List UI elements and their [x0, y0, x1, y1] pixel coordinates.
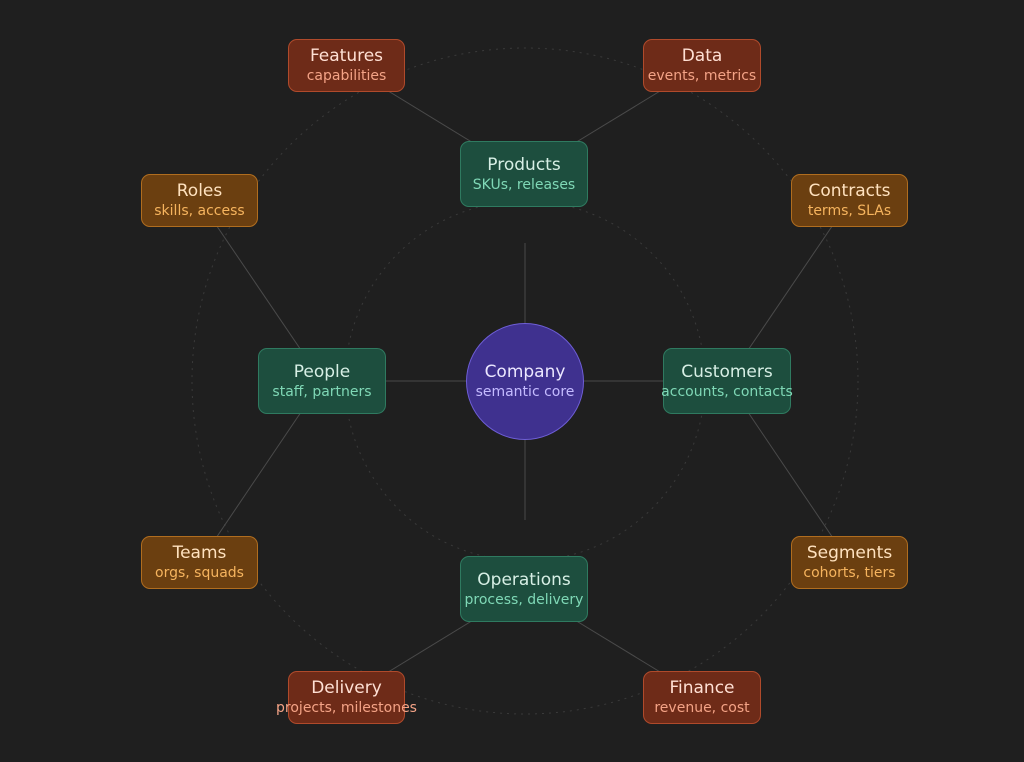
node-subtitle: cohorts, tiers — [803, 565, 896, 581]
node-products[interactable]: Products SKUs, releases — [460, 141, 588, 207]
node-people[interactable]: People staff, partners — [258, 348, 386, 414]
node-segments[interactable]: Segments cohorts, tiers — [791, 536, 908, 589]
node-subtitle: terms, SLAs — [807, 203, 892, 219]
node-title: Data — [681, 46, 723, 66]
orbit-ring — [191, 47, 859, 715]
node-title: Segments — [806, 543, 893, 563]
node-title: Products — [487, 154, 561, 175]
node-title: Delivery — [311, 678, 382, 698]
node-title: Roles — [176, 181, 223, 201]
node-title: Contracts — [808, 181, 891, 201]
node-customers[interactable]: Customers accounts, contacts — [661, 348, 793, 414]
node-subtitle: revenue, cost — [654, 700, 750, 716]
node-contracts[interactable]: Contracts terms, SLAs — [791, 174, 908, 227]
node-title: Teams — [172, 543, 227, 563]
node-company[interactable]: Company semantic core — [466, 323, 584, 440]
node-roles[interactable]: Roles skills, access — [141, 174, 258, 227]
node-operations[interactable]: Operations process, delivery — [460, 556, 588, 622]
node-subtitle: staff, partners — [272, 383, 372, 400]
node-subtitle: accounts, contacts — [661, 383, 793, 400]
node-delivery[interactable]: Delivery projects, milestones — [276, 671, 417, 724]
node-subtitle: semantic core — [475, 384, 575, 400]
node-teams[interactable]: Teams orgs, squads — [141, 536, 258, 589]
node-subtitle: projects, milestones — [276, 700, 417, 716]
node-title: Operations — [477, 569, 571, 590]
node-subtitle: skills, access — [154, 203, 245, 219]
node-title: Finance — [669, 678, 735, 698]
node-finance[interactable]: Finance revenue, cost — [643, 671, 761, 724]
node-title: Features — [309, 46, 384, 66]
node-subtitle: process, delivery — [464, 591, 584, 608]
node-features[interactable]: Features capabilities — [288, 39, 405, 92]
node-subtitle: orgs, squads — [155, 565, 244, 581]
node-subtitle: capabilities — [306, 68, 387, 84]
node-data[interactable]: Data events, metrics — [643, 39, 761, 92]
node-subtitle: events, metrics — [647, 68, 757, 84]
node-subtitle: SKUs, releases — [472, 176, 576, 193]
node-title: Customers — [681, 361, 773, 382]
node-title: People — [293, 361, 351, 382]
node-title: Company — [484, 362, 566, 382]
